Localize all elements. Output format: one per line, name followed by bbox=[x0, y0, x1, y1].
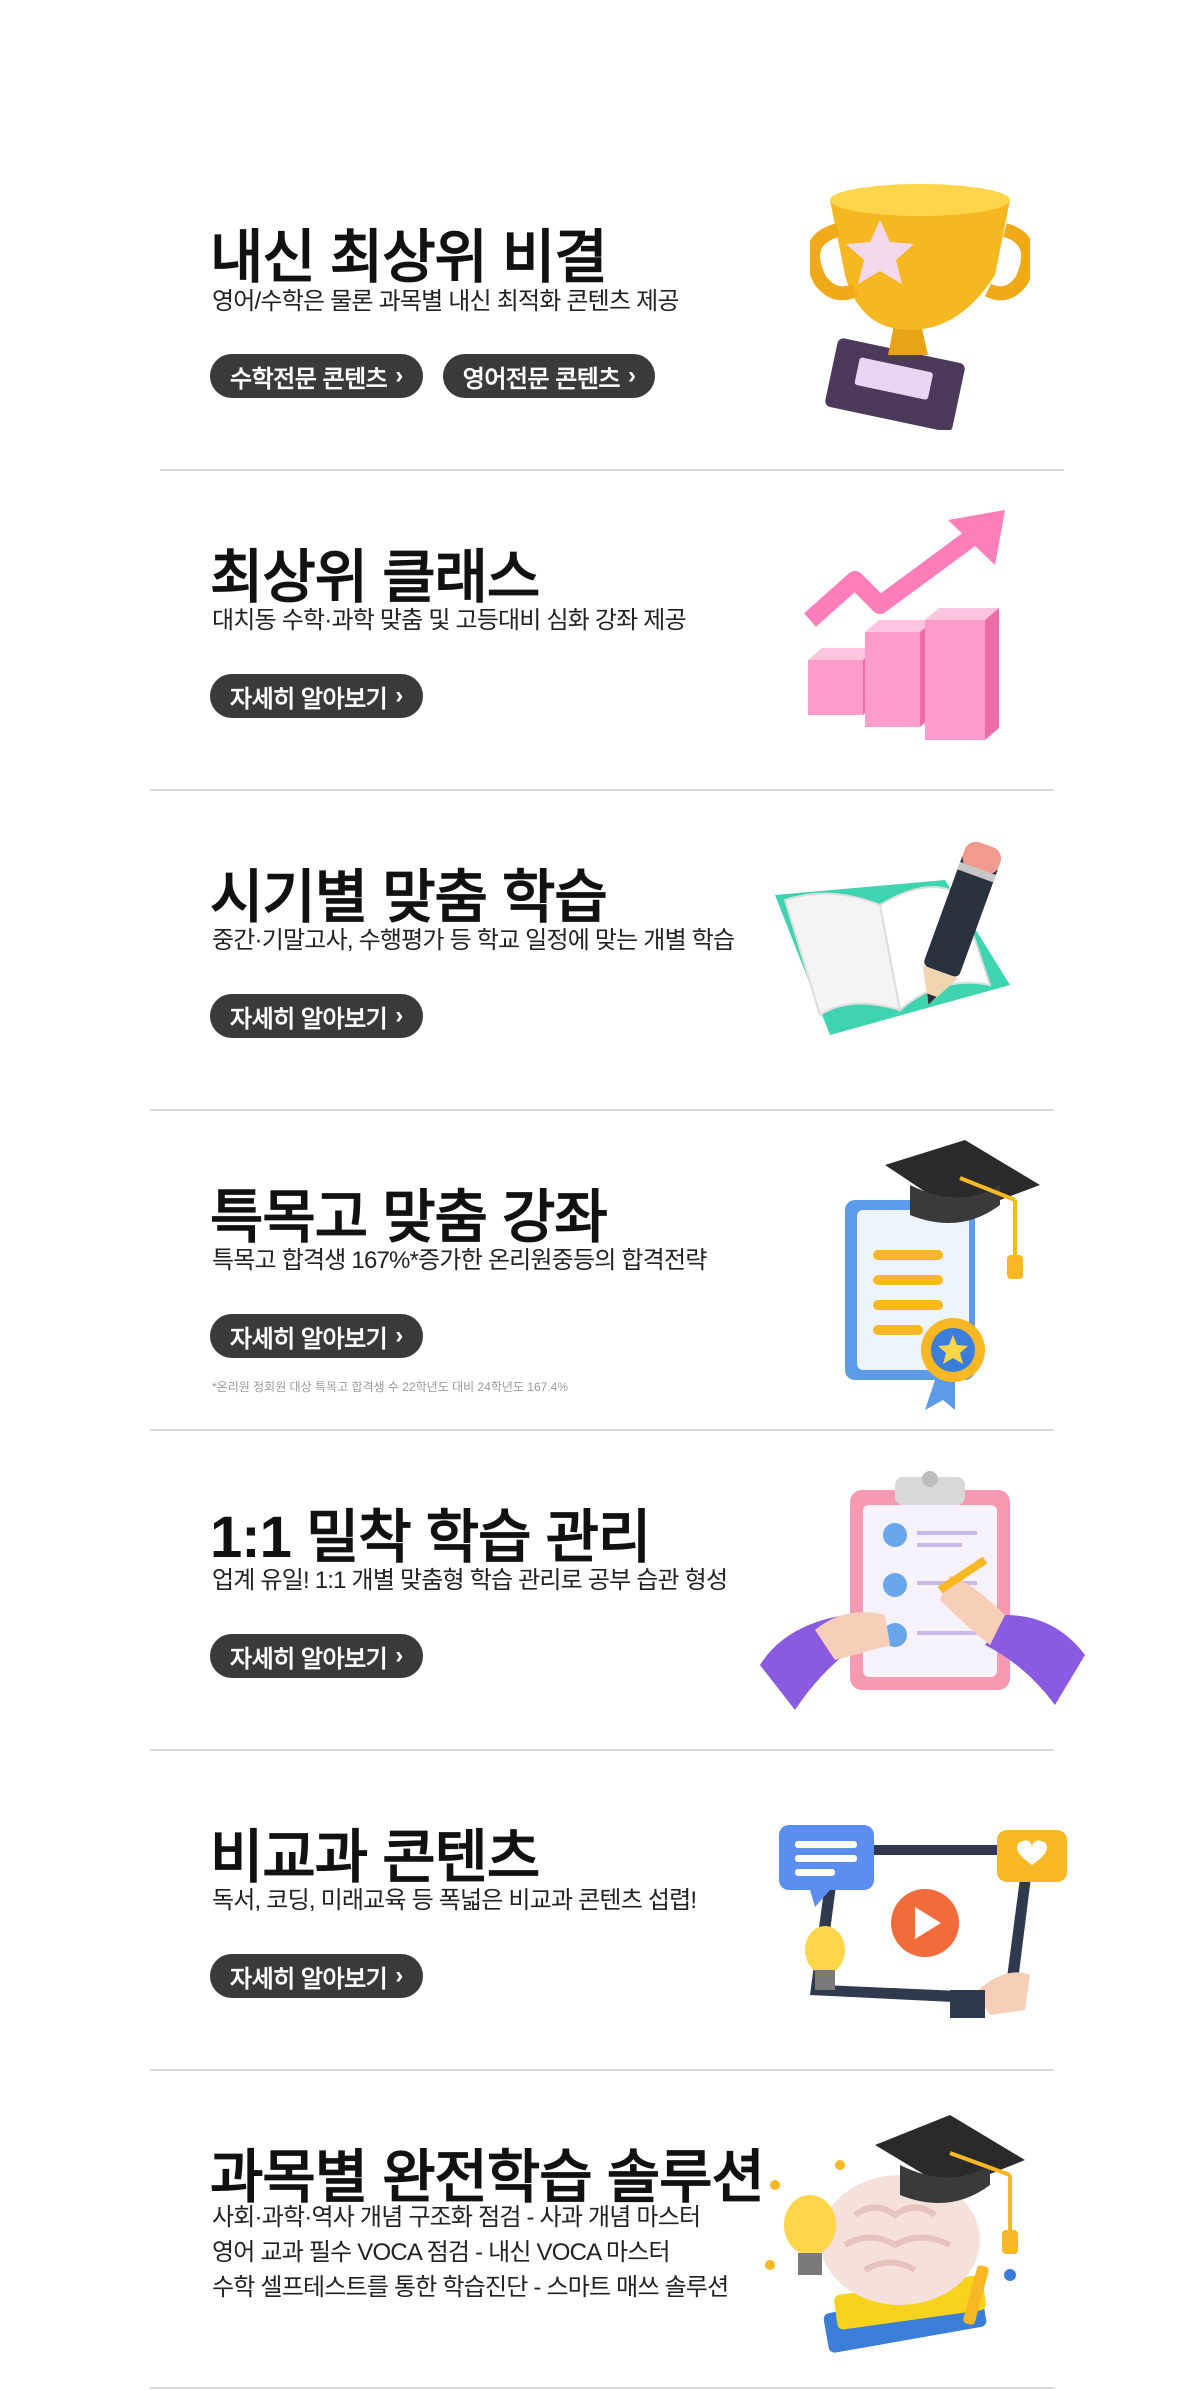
section-2-title: 최상위 클래스 bbox=[210, 545, 540, 610]
chevron-right-icon: › bbox=[395, 1322, 403, 1349]
section-1-desc: 영어/수학은 물론 과목별 내신 최적화 콘텐츠 제공 bbox=[212, 288, 679, 315]
growth-chart-icon bbox=[804, 510, 1005, 740]
video-screen-icon bbox=[779, 1825, 1067, 2018]
chevron-right-icon: › bbox=[395, 1642, 403, 1669]
section-3-desc: 중간·기말고사, 수행평가 등 학교 일정에 맞는 개별 학습 bbox=[212, 927, 735, 954]
section-7-title: 과목별 완전학습 솔루션 bbox=[210, 2145, 765, 2210]
math-content-button[interactable]: 수학전문 콘텐츠› bbox=[210, 354, 423, 398]
section-1-title: 내신 최상위 비결 bbox=[210, 225, 608, 290]
graduation-cap-icon bbox=[845, 1140, 1040, 1410]
chevron-right-icon: › bbox=[395, 682, 403, 709]
divider bbox=[150, 1109, 1054, 1111]
clipboard-checklist-icon bbox=[760, 1471, 1085, 1710]
section-4-desc: 특목고 합격생 167%*증가한 온리원중등의 합격전략 bbox=[212, 1247, 707, 1274]
chevron-right-icon: › bbox=[627, 362, 636, 389]
section-6-title: 비교과 콘텐츠 bbox=[210, 1825, 540, 1890]
divider bbox=[150, 789, 1054, 791]
divider bbox=[150, 1429, 1054, 1431]
trophy-icon bbox=[810, 184, 1030, 430]
divider bbox=[150, 2069, 1054, 2071]
section-3-title: 시기별 맞춤 학습 bbox=[210, 865, 608, 930]
section-7-desc-line-3: 수학 셀프테스트를 통한 학습진단 - 스마트 매쓰 솔루션 bbox=[212, 2274, 729, 2301]
divider bbox=[150, 2387, 1054, 2389]
book-pencil-icon bbox=[775, 841, 1010, 1035]
section-4-title: 특목고 맞춤 강좌 bbox=[210, 1185, 608, 1250]
section-5-desc: 업계 유일! 1:1 개별 맞춤형 학습 관리로 공부 습관 형성 bbox=[212, 1567, 728, 1594]
divider bbox=[160, 469, 1064, 471]
section-2-desc: 대치동 수학·과학 맞춤 및 고등대비 심화 강좌 제공 bbox=[212, 607, 687, 634]
details-button[interactable]: 자세히 알아보기› bbox=[210, 994, 423, 1038]
chevron-right-icon: › bbox=[395, 1002, 403, 1029]
english-content-button[interactable]: 영어전문 콘텐츠› bbox=[442, 354, 656, 398]
section-7-desc-line-2: 영어 교과 필수 VOCA 점검 - 내신 VOCA 마스터 bbox=[212, 2239, 671, 2266]
details-button[interactable]: 자세히 알아보기› bbox=[210, 1954, 423, 1998]
divider bbox=[150, 1749, 1054, 1751]
details-button[interactable]: 자세히 알아보기› bbox=[210, 1314, 423, 1358]
details-button[interactable]: 자세히 알아보기› bbox=[210, 1634, 423, 1678]
section-6-desc: 독서, 코딩, 미래교육 등 폭넓은 비교과 콘텐츠 섭렵! bbox=[212, 1887, 697, 1914]
section-7-desc-line-1: 사회·과학·역사 개념 구조화 점검 - 사과 개념 마스터 bbox=[212, 2204, 701, 2231]
chevron-right-icon: › bbox=[395, 362, 403, 389]
chevron-right-icon: › bbox=[395, 1962, 403, 1989]
details-button[interactable]: 자세히 알아보기› bbox=[210, 674, 423, 718]
brain-graduation-icon bbox=[765, 2115, 1025, 2353]
section-5-title: 1:1 밀착 학습 관리 bbox=[210, 1505, 651, 1570]
footnote: *온리원 정회원 대상 특목고 합격생 수 22학년도 대비 24학년도 167… bbox=[212, 1380, 568, 1394]
